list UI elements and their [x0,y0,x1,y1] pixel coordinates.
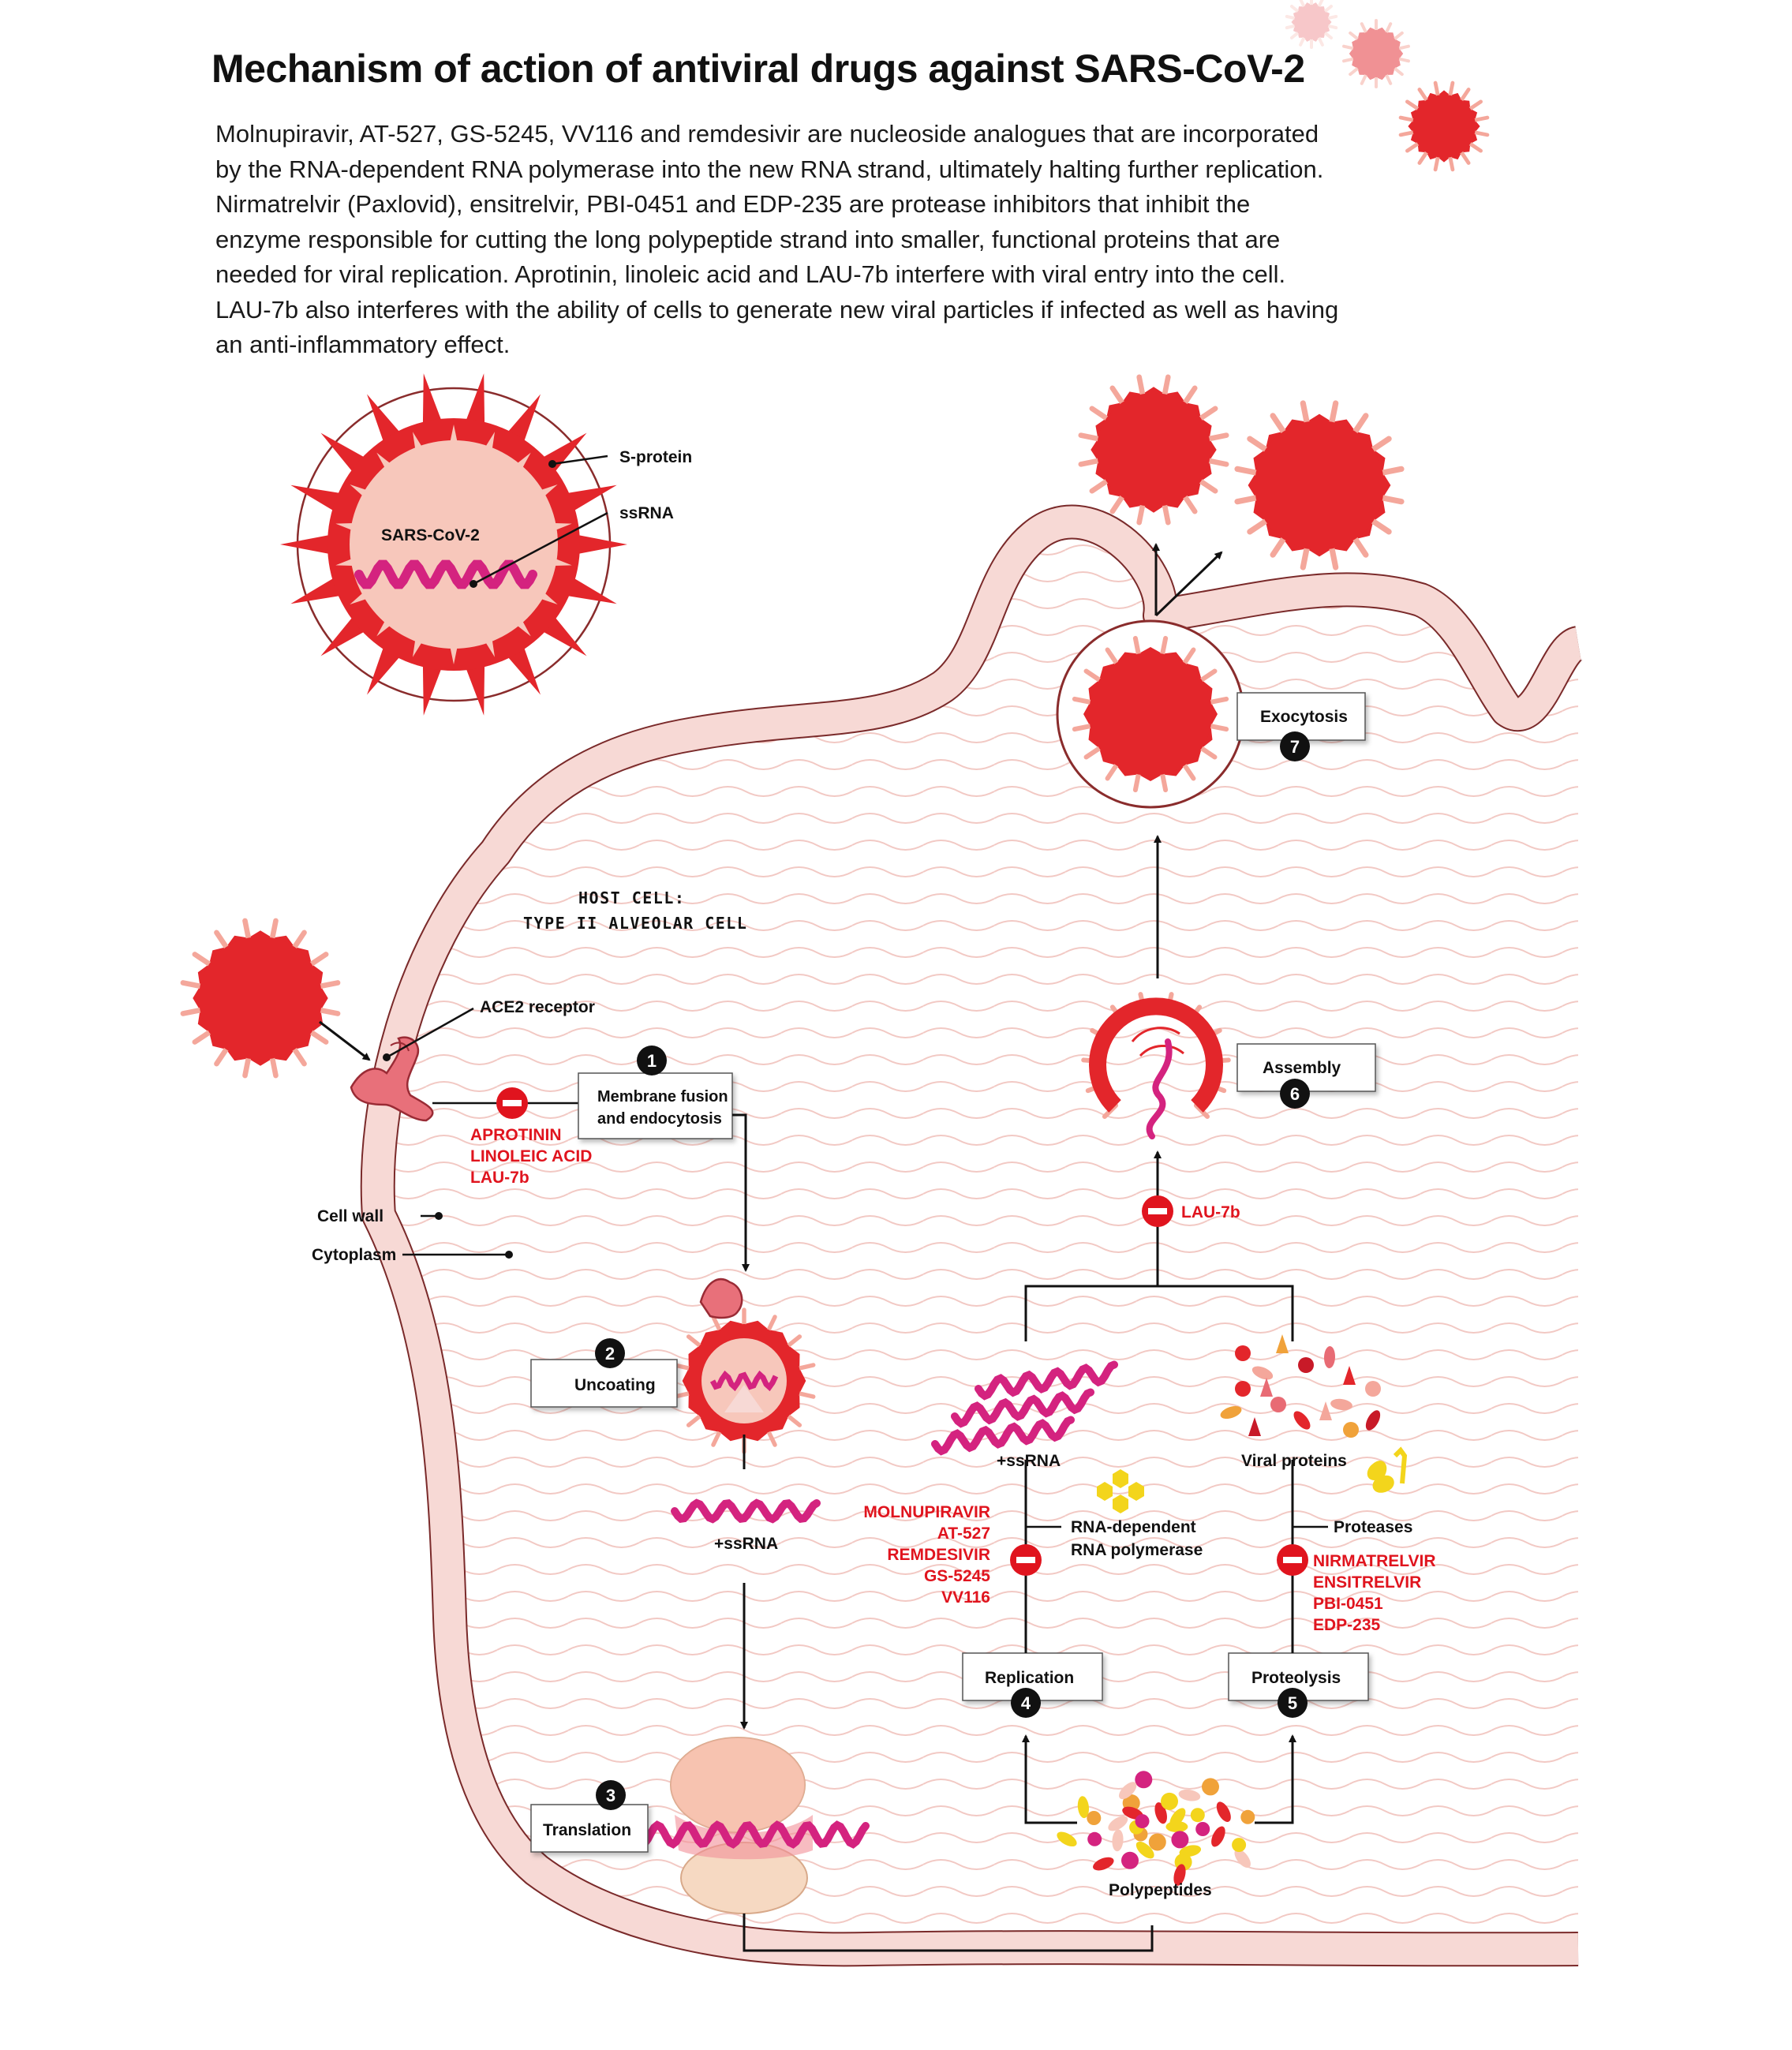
cytoplasm-texture [377,522,1579,1950]
svg-text:1: 1 [647,1051,657,1071]
intro-line: by the RNA-dependent RNA polymerase into… [215,155,1324,183]
ace2-receptor-icon [350,1036,434,1122]
drug-molnupiravir: MOLNUPIRAVIR [863,1503,990,1521]
intro-line: enzyme responsible for cutting the long … [215,225,1281,253]
released-virus [1078,374,1229,526]
cell-title-line2: TYPE II ALVEOLAR CELL [523,914,747,933]
drug-at-527: AT-527 [937,1524,990,1543]
ssrna-label: ssRNA [619,504,674,522]
host-cell [360,504,1585,1967]
rdrp-label-line1: RNA-dependent [1071,1518,1196,1536]
page-title: Mechanism of action of antiviral drugs a… [211,47,1305,91]
step-3-label: Translation [543,1821,631,1839]
drug-linoleic-acid: LINOLEIC ACID [470,1147,592,1165]
released-virus [1234,400,1405,570]
drug-pbi-0451: PBI-0451 [1313,1595,1383,1613]
assembly-virus [1081,992,1231,1139]
virus-legend: SARS-CoV-2 S-protein ssRNA [280,373,692,716]
drug-lau-7b-assembly: LAU-7b [1181,1203,1240,1221]
polypeptides-label: Polypeptides [1109,1881,1212,1899]
step-1-label-line1: Membrane fusion [597,1088,728,1105]
exocytosis-virus [1072,635,1229,793]
inhibitor-icon [1142,1195,1173,1227]
cell-title-line1: HOST CELL: [578,888,685,907]
svg-text:3: 3 [606,1786,615,1805]
viral-proteins-label: Viral proteins [1241,1452,1347,1470]
virus-particle [280,373,627,716]
polypeptides-icon [1057,1771,1255,1886]
step-4-label: Replication [985,1669,1074,1687]
step-number-2: 2 [595,1338,625,1368]
drug-remdesivir: REMDESIVIR [887,1546,990,1564]
step-number-4: 4 [1011,1688,1041,1718]
drug-vv116: VV116 [941,1588,990,1607]
step-5-label: Proteolysis [1251,1669,1341,1687]
step-2-label: Uncoating [574,1376,656,1394]
inhibitor-icon [496,1087,528,1119]
decorative-viruses [1285,0,1490,172]
viral-proteins-icon [1220,1334,1381,1438]
step-number-1: 1 [637,1046,667,1076]
intro-line: Nirmatrelvir (Paxlovid), ensitrelvir, PB… [215,190,1251,218]
drug-ensitrelvir: ENSITRELVIR [1313,1573,1421,1592]
drug-aprotinin: APROTININ [470,1126,562,1144]
drug-lau-7b-entry: LAU-7b [470,1169,529,1187]
rna-strand-icon [631,1820,870,1849]
cell-wall-label: Cell wall [317,1207,383,1225]
step-box-3 [530,1804,649,1853]
svg-text:5: 5 [1288,1693,1297,1713]
intro-paragraph: Molnupiravir, AT-527, GS-5245, VV116 and… [215,117,1415,363]
ssrna-rep-label: +ssRNA [997,1452,1061,1470]
s-protein-label: S-protein [619,448,692,466]
rdrp-icon [1097,1469,1144,1513]
intro-line: LAU-7b also interferes with the ability … [215,295,1339,324]
step-box-1 [578,1072,733,1139]
replicated-rna-icon [931,1360,1118,1456]
ace2-attached-icon [699,1278,743,1319]
step-7-label: Exocytosis [1260,708,1348,726]
step-box-6 [1236,1043,1376,1092]
svg-text:7: 7 [1290,737,1300,757]
step-number-3: 3 [596,1780,626,1810]
step-number-5: 5 [1278,1688,1308,1718]
step-box-2 [530,1359,678,1408]
uncoating-virus [672,1307,816,1454]
proteases-label: Proteases [1334,1518,1412,1536]
step-number-7: 7 [1280,731,1310,761]
inhibitor-icon [1277,1544,1308,1576]
step-number-6: 6 [1280,1079,1310,1109]
step-1-label-line2: and endocytosis [597,1110,722,1128]
inhibitor-icon [1010,1544,1042,1576]
svg-text:6: 6 [1290,1084,1300,1104]
ssrna-uncoat-label: +ssRNA [714,1535,778,1553]
step-6-label: Assembly [1263,1059,1341,1077]
ace2-label: ACE2 receptor [480,998,595,1016]
intro-line: an anti-inflammatory effect. [215,331,511,358]
cytoplasm-label: Cytoplasm [312,1246,396,1264]
incoming-virus [180,918,341,1079]
rna-strand-icon [671,1498,821,1524]
rdrp-label-line2: RNA polymerase [1071,1541,1203,1559]
drug-edp-235: EDP-235 [1313,1616,1381,1634]
drug-nirmatrelvir: NIRMATRELVIR [1313,1552,1436,1570]
intro-line: Molnupiravir, AT-527, GS-5245, VV116 and… [215,120,1319,148]
intro-line: needed for viral replication. Aprotinin,… [215,260,1286,288]
rna-strand-icon [354,559,537,589]
drug-gs-5245: GS-5245 [924,1567,990,1585]
protease-icon [1367,1446,1408,1493]
svg-text:4: 4 [1021,1693,1031,1713]
svg-text:2: 2 [605,1344,615,1364]
virus-name-label: SARS-CoV-2 [381,526,480,544]
